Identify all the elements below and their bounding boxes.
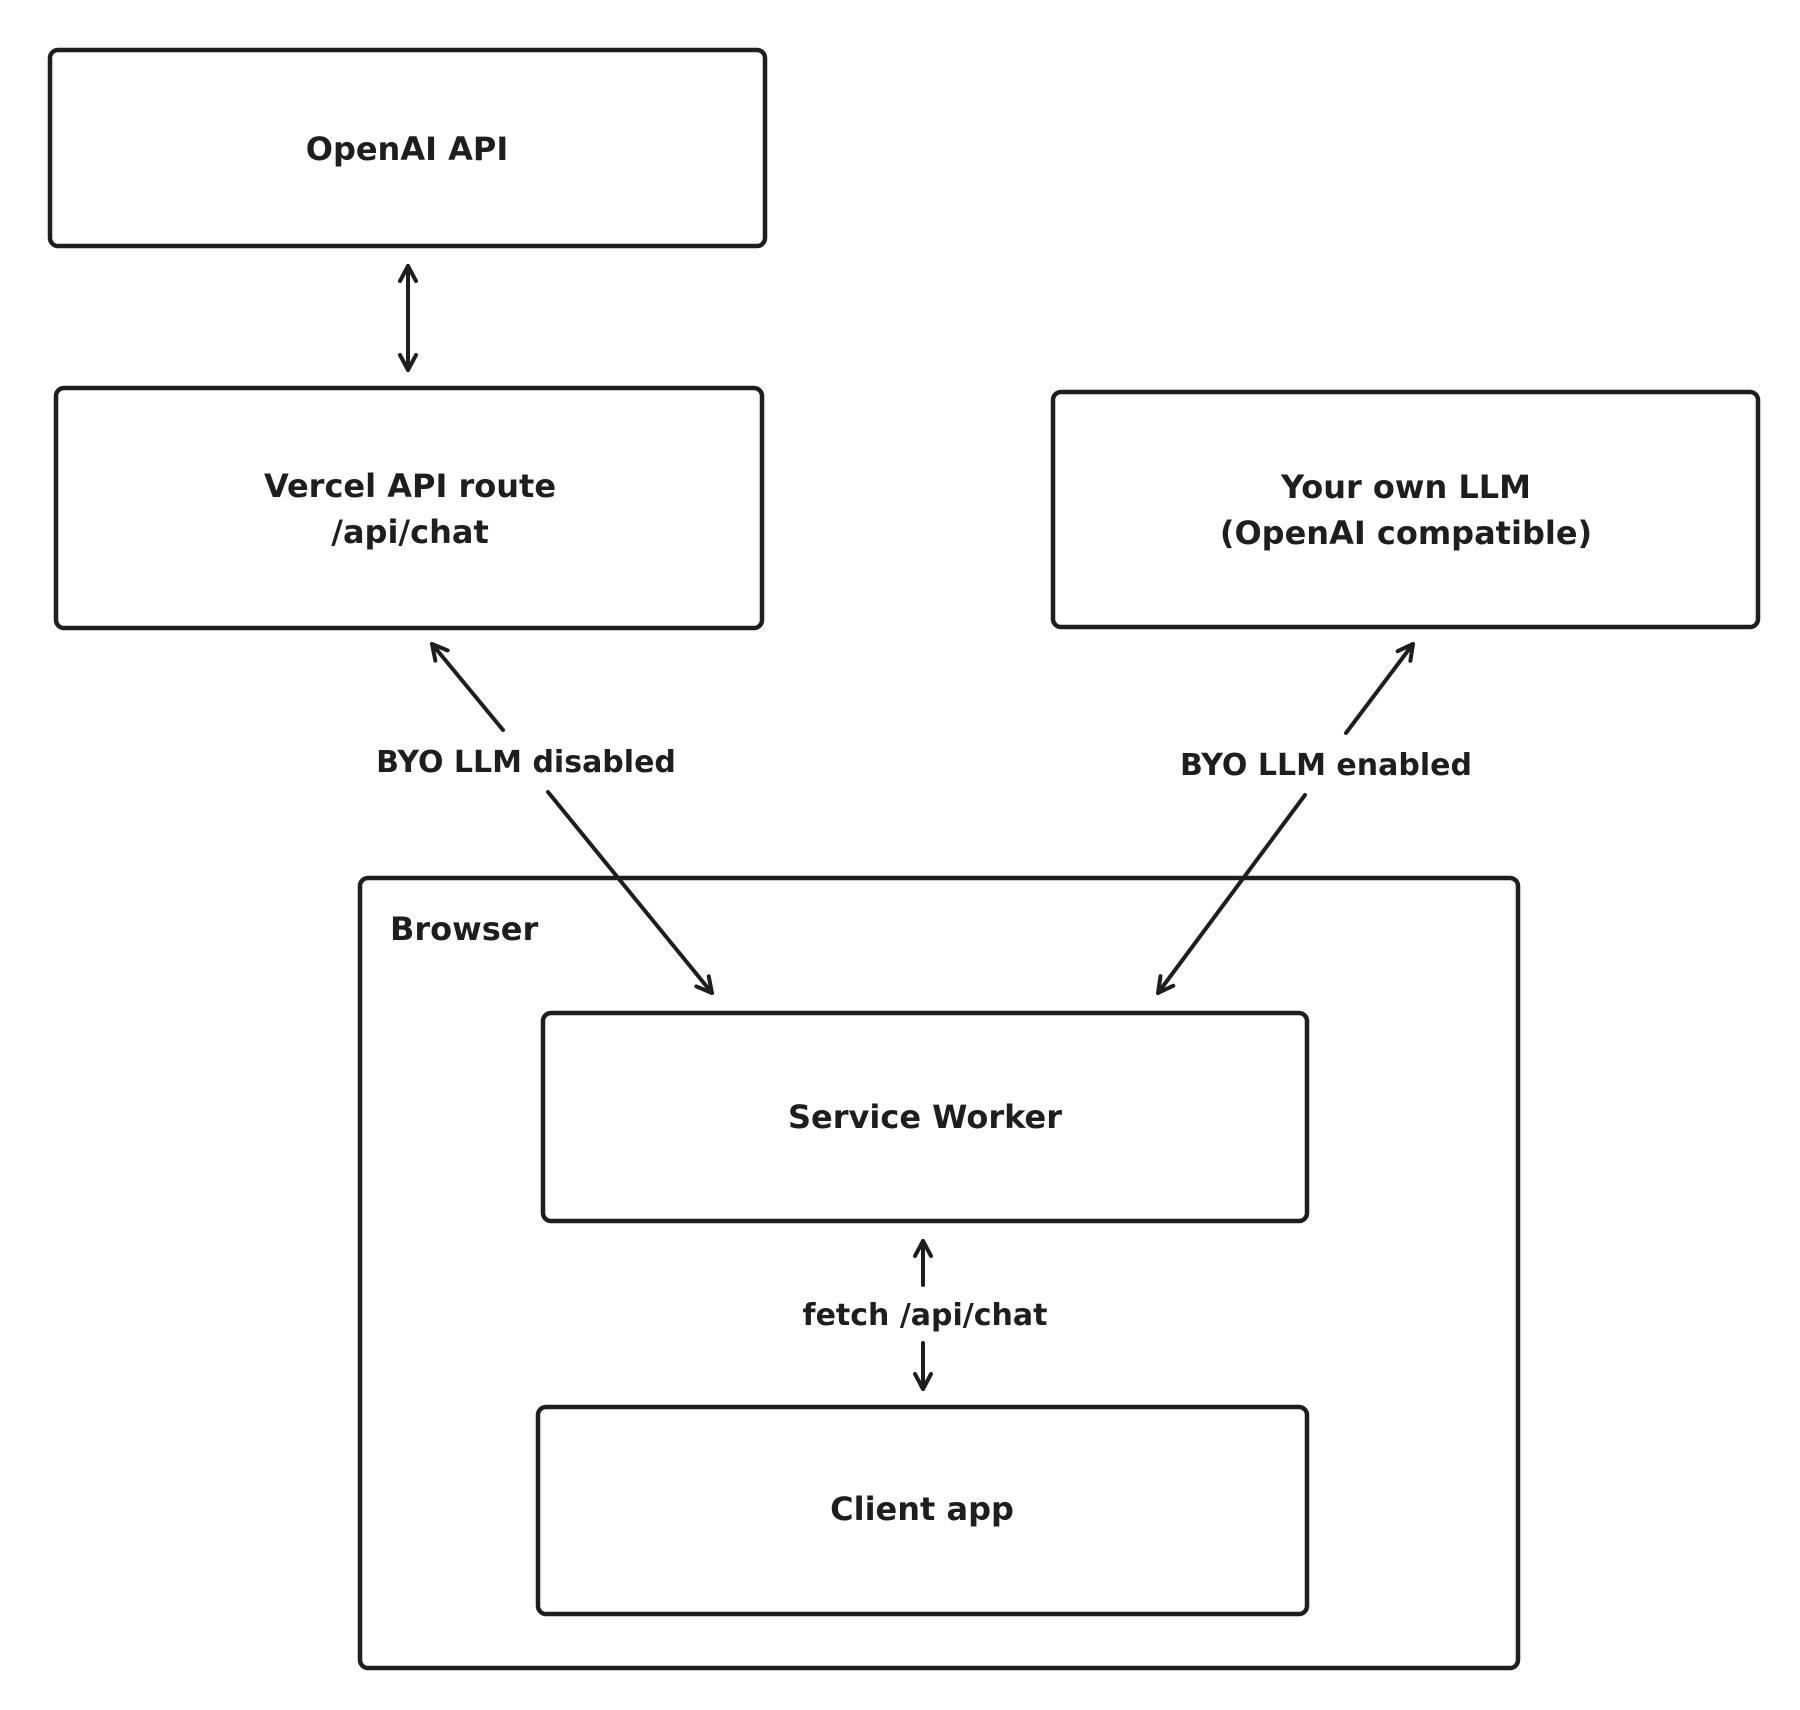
byo-disabled-arrow-down [546,790,714,995]
client-app-label: Client app [830,1490,1014,1528]
byo-enabled-arrow-down [1156,793,1307,995]
own-llm-subtitle: (OpenAI compatible) [1220,514,1592,552]
byo-enabled-arrow-up [1344,642,1415,735]
browser-frame: Browser [357,875,1521,1671]
vercel-api-route-node: Vercel API route /api/chat [53,385,765,631]
vercel-route-title: Vercel API route [264,467,556,505]
vercel-route-path: /api/chat [331,513,488,551]
service-worker-node: Service Worker [540,1010,1310,1224]
fetch-edge: fetch /api/chat [803,1239,1048,1391]
fetch-label: fetch /api/chat [803,1298,1048,1333]
openai-api-node: OpenAI API [47,47,768,249]
byo-disabled-arrow-up [430,642,505,732]
own-llm-title: Your own LLM [1280,468,1531,506]
byo-enabled-label: BYO LLM enabled [1180,748,1472,783]
browser-label: Browser [390,910,538,948]
byo-disabled-edge: BYO LLM disabled [376,642,714,995]
service-worker-label: Service Worker [788,1098,1062,1136]
own-llm-node: Your own LLM (OpenAI compatible) [1050,389,1761,630]
openai-api-label: OpenAI API [306,130,509,168]
byo-enabled-edge: BYO LLM enabled [1156,642,1472,995]
client-app-node: Client app [535,1404,1310,1617]
byo-disabled-label: BYO LLM disabled [376,745,676,780]
